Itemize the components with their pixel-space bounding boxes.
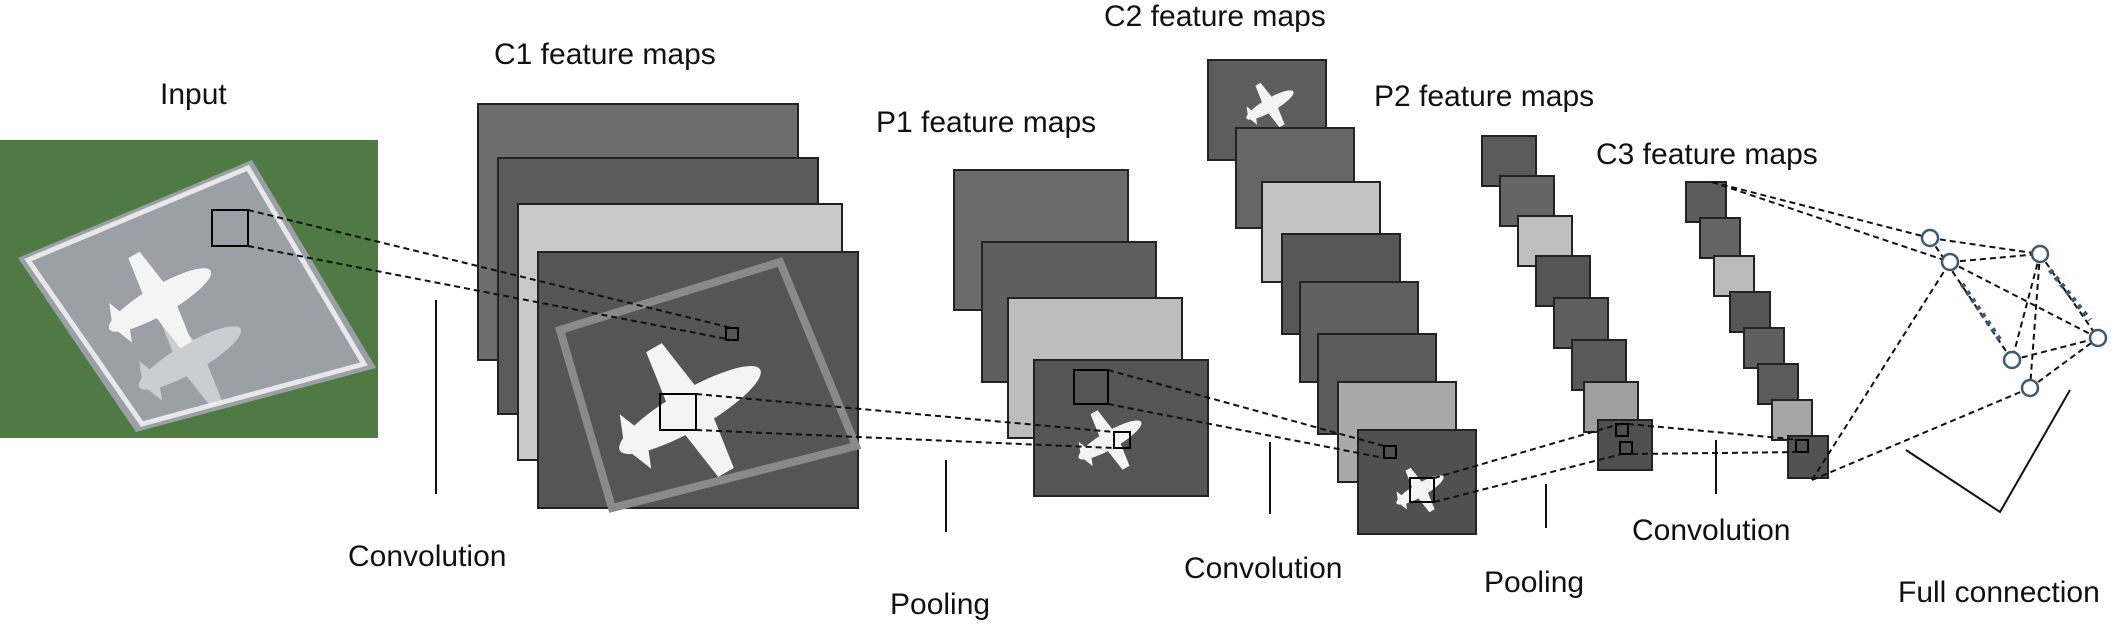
input-label: Input (160, 78, 227, 111)
connector (1107, 369, 1385, 447)
p2-receptive-point (1619, 441, 1633, 455)
c2-receptive-field (1409, 477, 1435, 503)
connector (247, 209, 733, 329)
connector (1811, 261, 1951, 481)
p1-label: P1 feature maps (876, 106, 1097, 139)
fc-node (2002, 350, 2022, 370)
connector (1811, 387, 2031, 481)
fc-ellipsis-dots (1959, 282, 2003, 342)
connector (2011, 253, 2041, 361)
c1-receptive-field (659, 393, 697, 431)
c3-map (1771, 399, 1813, 441)
connector (1711, 181, 1931, 239)
p1-feature-maps (953, 169, 1209, 497)
c3-map (1699, 217, 1741, 259)
p1-receptive-field-large (1073, 369, 1109, 405)
c3-map (1757, 363, 1799, 405)
c2-feature-maps (1207, 59, 1477, 535)
convolution-3-label: Convolution (1632, 514, 1791, 547)
connector (1627, 423, 1803, 441)
fc-node (2088, 328, 2108, 348)
c1-runway-edge (555, 257, 862, 513)
p2-receptive-point (1615, 423, 1629, 437)
c2-receptive-point (1383, 445, 1397, 459)
fc-node (2020, 378, 2040, 398)
fc-node (1920, 228, 1940, 248)
c2-label: C2 feature maps (1104, 0, 1326, 33)
fc-nodes (1920, 228, 2108, 398)
p2-feature-maps (1481, 135, 1653, 471)
stage-markers (435, 300, 2071, 532)
convolution-2-label: Convolution (1184, 552, 1343, 585)
p2-map (1597, 419, 1653, 471)
connector (1929, 237, 2013, 361)
c1-feature-maps (477, 103, 862, 513)
c3-map (1685, 181, 1727, 223)
connector (1949, 261, 2099, 339)
full-connection-marker (1905, 389, 2071, 514)
c3-map (1743, 327, 1785, 369)
c3-map (1713, 255, 1755, 297)
connector (1433, 423, 1621, 479)
fc-node (1940, 252, 1960, 272)
connector (1949, 253, 2041, 263)
fc-ellipsis-dots (2048, 268, 2092, 322)
pooling-1-label: Pooling (890, 588, 991, 621)
connector (1107, 403, 1385, 459)
c3-map (1729, 291, 1771, 333)
connector (247, 245, 733, 341)
connector (2029, 337, 2099, 389)
connector (2039, 253, 2099, 339)
c1-label: C1 feature maps (494, 38, 716, 71)
p1-receptive-field-small (1113, 431, 1131, 449)
convolution-1-label: Convolution (348, 540, 507, 573)
p2-label: P2 feature maps (1374, 80, 1595, 113)
connector (2029, 253, 2041, 389)
connector (1929, 237, 2041, 255)
connector (2011, 337, 2099, 361)
c3-label: C3 feature maps (1596, 138, 1818, 171)
connector (1711, 181, 1951, 263)
pooling-2-label: Pooling (1484, 566, 1585, 599)
fc-node (2030, 244, 2050, 264)
c3-feature-maps (1685, 181, 1829, 479)
input-image (0, 140, 378, 438)
dashed-connections (247, 181, 2099, 503)
input-runway-outline (24, 164, 368, 427)
connector (1433, 453, 1623, 503)
input-receptive-field (211, 209, 249, 247)
full-connection-label: Full connection (1898, 576, 2100, 609)
